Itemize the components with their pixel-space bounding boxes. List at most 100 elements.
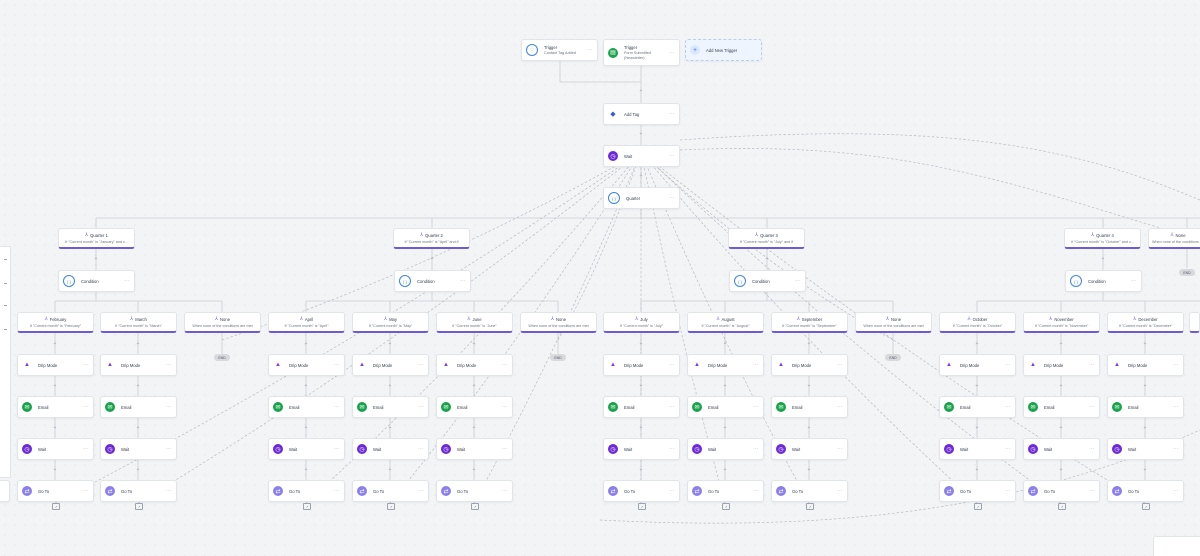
more-options-icon[interactable]: ···	[1005, 404, 1011, 410]
more-options-icon[interactable]: ···	[753, 446, 759, 452]
wait-node[interactable]: ◷Wait···	[603, 438, 680, 460]
more-options-icon[interactable]: ···	[502, 488, 508, 494]
add-step-button[interactable]: +	[472, 382, 476, 389]
more-options-icon[interactable]: ···	[753, 404, 759, 410]
add-trigger-button[interactable]: +Add New Trigger	[685, 39, 762, 61]
drip-mode-node[interactable]: ▲Drip Mode···	[603, 354, 680, 376]
more-options-icon[interactable]: ···	[1089, 488, 1095, 494]
add-step-button[interactable]: +	[388, 382, 392, 389]
branch-node[interactable]	[1189, 312, 1200, 333]
email-node[interactable]: ✉Email···	[268, 396, 345, 418]
more-options-icon[interactable]: ···	[753, 362, 759, 368]
more-options-icon[interactable]: ···	[1089, 404, 1095, 410]
add-step-button[interactable]: +	[639, 340, 643, 347]
add-step-button[interactable]: +	[975, 424, 979, 431]
email-node[interactable]: ✉Email···	[603, 396, 680, 418]
more-options-icon[interactable]: ···	[502, 404, 508, 410]
goto-node[interactable]: ⇄Go To···	[939, 480, 1016, 502]
add-step-button[interactable]: +	[1101, 255, 1105, 262]
drip-mode-node[interactable]: ▲Drip Mode···	[268, 354, 345, 376]
more-options-icon[interactable]: ···	[1005, 362, 1011, 368]
add-step-button[interactable]: +	[94, 255, 98, 262]
more-options-icon[interactable]: ···	[587, 47, 593, 53]
add-step-button[interactable]: +	[1059, 424, 1063, 431]
more-options-icon[interactable]: ···	[83, 446, 89, 452]
wait-node[interactable]: ◷Wait···	[352, 438, 429, 460]
add-step-button[interactable]: +	[807, 424, 811, 431]
wait-node[interactable]: ◷Wait···	[17, 438, 94, 460]
more-options-icon[interactable]: ···	[418, 446, 424, 452]
more-options-icon[interactable]: ···	[1005, 446, 1011, 452]
add-step-button[interactable]: +	[807, 382, 811, 389]
more-options-icon[interactable]: ···	[1089, 362, 1095, 368]
more-options-icon[interactable]: ···	[1005, 488, 1011, 494]
add-step-button[interactable]: +	[388, 340, 392, 347]
add-step-button[interactable]: +	[975, 340, 979, 347]
more-options-icon[interactable]: ···	[1089, 446, 1095, 452]
add-step-button[interactable]: +	[430, 255, 434, 262]
more-options-icon[interactable]: ···	[1173, 488, 1179, 494]
drip-mode-node[interactable]: ▲Drip Mode···	[771, 354, 848, 376]
email-node[interactable]: ✉Email···	[771, 396, 848, 418]
add-step-button[interactable]: +	[304, 382, 308, 389]
month-condition-node[interactable]: { }Condition···	[58, 270, 135, 292]
add-step-button[interactable]: +	[1143, 466, 1147, 473]
add-tag-node[interactable]: ◆Add Tag···	[603, 103, 680, 125]
add-step-button[interactable]: +	[639, 424, 643, 431]
more-options-icon[interactable]: ···	[1173, 404, 1179, 410]
more-options-icon[interactable]: ···	[837, 446, 843, 452]
add-step-button[interactable]: +	[765, 255, 769, 262]
add-step-button[interactable]: +	[723, 424, 727, 431]
add-step-button[interactable]: +	[723, 340, 727, 347]
more-options-icon[interactable]: ···	[669, 404, 675, 410]
email-node[interactable]: ✉Email···	[100, 396, 177, 418]
month-condition-node[interactable]: { }Condition···	[1065, 270, 1142, 292]
more-options-icon[interactable]: ···	[1173, 362, 1179, 368]
drip-mode-node[interactable]: ▲Drip Mode···	[100, 354, 177, 376]
more-options-icon[interactable]: ···	[460, 278, 466, 284]
more-options-icon[interactable]: ···	[1173, 446, 1179, 452]
more-options-icon[interactable]: ···	[837, 488, 843, 494]
more-options-icon[interactable]: ···	[166, 488, 172, 494]
more-options-icon[interactable]: ···	[166, 446, 172, 452]
drip-mode-node[interactable]: ▲Drip Mode···	[436, 354, 513, 376]
wait-node[interactable]: ◷Wait···	[771, 438, 848, 460]
add-step-button[interactable]: +	[975, 382, 979, 389]
add-step-button[interactable]: +	[136, 466, 140, 473]
more-options-icon[interactable]: ···	[669, 488, 675, 494]
wait-node[interactable]: ◷Wait···	[100, 438, 177, 460]
goto-node[interactable]: ⇄Go To···	[352, 480, 429, 502]
more-options-icon[interactable]: ···	[83, 362, 89, 368]
email-node[interactable]: ✉Email···	[436, 396, 513, 418]
add-step-button[interactable]: +	[388, 466, 392, 473]
add-step-button[interactable]: +	[136, 382, 140, 389]
wait-node[interactable]: ◷Wait···	[268, 438, 345, 460]
goto-node[interactable]: ⇄Go To···	[436, 480, 513, 502]
add-step-button[interactable]: +	[807, 340, 811, 347]
add-step-button[interactable]: +	[304, 340, 308, 347]
goto-node[interactable]: ⇄Go To···	[17, 480, 94, 502]
more-options-icon[interactable]: ···	[669, 195, 675, 201]
add-step-button[interactable]: +	[53, 466, 57, 473]
email-node[interactable]: ✉Email···	[1107, 396, 1184, 418]
wait-node[interactable]: ◷Wait···	[436, 438, 513, 460]
goto-node[interactable]: ⇄Go To···	[603, 480, 680, 502]
more-options-icon[interactable]: ···	[669, 153, 675, 159]
goto-node[interactable]: ⇄Go To···	[1107, 480, 1184, 502]
more-options-icon[interactable]: ···	[837, 404, 843, 410]
more-options-icon[interactable]: ···	[753, 488, 759, 494]
drip-mode-node[interactable]: ▲Drip Mode···	[17, 354, 94, 376]
more-options-icon[interactable]: ···	[166, 404, 172, 410]
add-step-button[interactable]: +	[53, 382, 57, 389]
more-options-icon[interactable]: ···	[166, 362, 172, 368]
goto-node[interactable]: ⇄Go To···	[771, 480, 848, 502]
cropped-step-node[interactable]	[0, 480, 10, 502]
